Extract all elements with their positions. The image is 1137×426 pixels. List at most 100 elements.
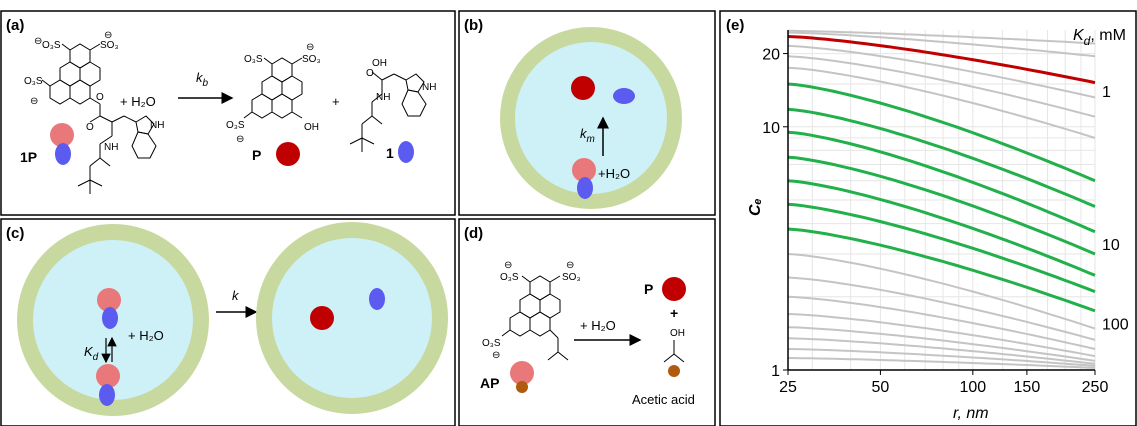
carbonyl-oxygen: O: [86, 122, 94, 133]
pink-sphere: [96, 364, 120, 388]
rate-k: k: [232, 288, 240, 303]
panel-d: (d) O₃S SO₃ ⊖ ⊖ O₃S ⊖ AP + H₂O P +: [458, 218, 716, 426]
curve-grey: [787, 276, 1096, 341]
plus-sign: +: [332, 94, 340, 109]
rate-kb: kb: [196, 70, 209, 89]
ester-oxygen: O: [96, 92, 104, 103]
x-tick-label: 25: [779, 379, 797, 396]
red-sphere: [571, 76, 595, 100]
curve-green: [787, 155, 1096, 256]
water-reactant: +H₂O: [598, 166, 630, 181]
charge-minus: ⊖: [504, 260, 512, 271]
charge-minus: ⊖: [104, 30, 112, 41]
charge-minus: ⊖: [30, 96, 38, 107]
x-tick-label: 50: [872, 379, 890, 396]
panel-a: (a) ⊖: [0, 10, 456, 216]
species-1p-label: 1P: [20, 149, 37, 165]
charge-minus: ⊖: [306, 42, 314, 53]
panel-b-label: (b): [464, 17, 483, 34]
panel-c-border: [0, 218, 456, 426]
curve-grey: [787, 29, 1096, 45]
species-p-label: P: [252, 147, 261, 163]
blue-ellipse: [577, 177, 593, 199]
amide-nh: NH: [376, 92, 390, 103]
indole-nh: NH: [422, 82, 436, 93]
carboxyl-oh: OH: [372, 58, 387, 69]
brown-dot: [668, 365, 680, 377]
panel-c-label: (c): [6, 225, 24, 242]
sulfonate-label: SO₃: [302, 54, 321, 65]
legend-title: Kd, mM: [1073, 27, 1126, 48]
curve-grey: [787, 295, 1096, 350]
sulfonate-label: O₃S: [482, 338, 501, 349]
y-axis-label: Cₑ: [747, 198, 764, 216]
species-p-label: P: [644, 281, 653, 297]
charge-minus: ⊖: [566, 260, 574, 271]
curve-green: [787, 227, 1096, 313]
y-tick-label: 20: [762, 47, 780, 64]
acetic-acid-label: Acetic acid: [632, 392, 695, 407]
pink-sphere: [572, 158, 596, 182]
curve-green: [787, 130, 1096, 234]
x-axis-label: r, nm: [953, 405, 989, 422]
x-tick-label: 100: [959, 379, 986, 396]
curve-grey: [787, 357, 1096, 369]
y-tick-label: 10: [762, 120, 780, 137]
blue-ellipse: [398, 141, 414, 163]
carbonyl-oxygen: O: [366, 68, 374, 79]
x-tick-label: 150: [1014, 379, 1041, 396]
curve-grey: [787, 55, 1096, 118]
red-sphere: [662, 277, 686, 301]
vesicle-core: [515, 42, 667, 194]
curve-green: [787, 82, 1096, 183]
indole-nh: NH: [150, 120, 164, 131]
curve-grey: [787, 326, 1096, 362]
curve-green: [787, 107, 1096, 208]
panel-d-border: [458, 218, 716, 426]
pyrenol-p: [243, 57, 303, 119]
boc-trp-1: [349, 71, 427, 152]
water-reactant: + H₂O: [120, 94, 156, 109]
sulfonate-label: O₃S: [24, 76, 43, 87]
panel-d-label: (d): [464, 225, 483, 242]
sulfonate-label: SO₃: [562, 272, 581, 283]
panel-c: (c) Kd + H₂O k: [0, 218, 456, 426]
kd-value-label: 100: [1102, 317, 1129, 334]
curve-red: [787, 35, 1096, 85]
kd-value-label: 10: [1102, 237, 1120, 254]
acetic-acid-structure: [663, 340, 685, 363]
vesicle-core: [272, 238, 432, 398]
brown-dot: [516, 381, 528, 393]
curve-green: [787, 179, 1096, 277]
kd-value-label: 1: [1102, 84, 1111, 101]
sulfonate-label: O₃S: [226, 120, 245, 131]
panel-a-border: [0, 10, 456, 216]
hydroxyl-label: OH: [304, 122, 319, 133]
panel-b-border: [458, 10, 716, 216]
water-reactant: + H₂O: [128, 328, 164, 343]
curve-grey: [787, 66, 1096, 139]
pink-sphere: [97, 288, 121, 312]
blue-ellipse: [369, 288, 385, 310]
panel-b: (b) km +H₂O: [458, 10, 716, 216]
sulfonate-label: O₃S: [42, 40, 61, 51]
panel-e-label: (e): [726, 17, 744, 34]
curve-grey: [787, 348, 1096, 367]
kd-label: Kd: [84, 344, 99, 363]
species-ap-label: AP: [480, 375, 499, 391]
blue-ellipse: [102, 307, 118, 329]
water-reactant: + H₂O: [580, 318, 616, 333]
pink-sphere: [510, 361, 534, 385]
red-sphere: [310, 306, 334, 330]
plus-sign: +: [670, 305, 678, 321]
charge-minus: ⊖: [492, 350, 500, 361]
pink-sphere: [50, 123, 74, 147]
pyrene-ester-1p: [41, 43, 157, 194]
curve-grey: [787, 337, 1096, 365]
sulfonate-label: SO₃: [100, 40, 119, 51]
panel-e-border: [719, 10, 1137, 426]
red-sphere: [276, 142, 300, 166]
